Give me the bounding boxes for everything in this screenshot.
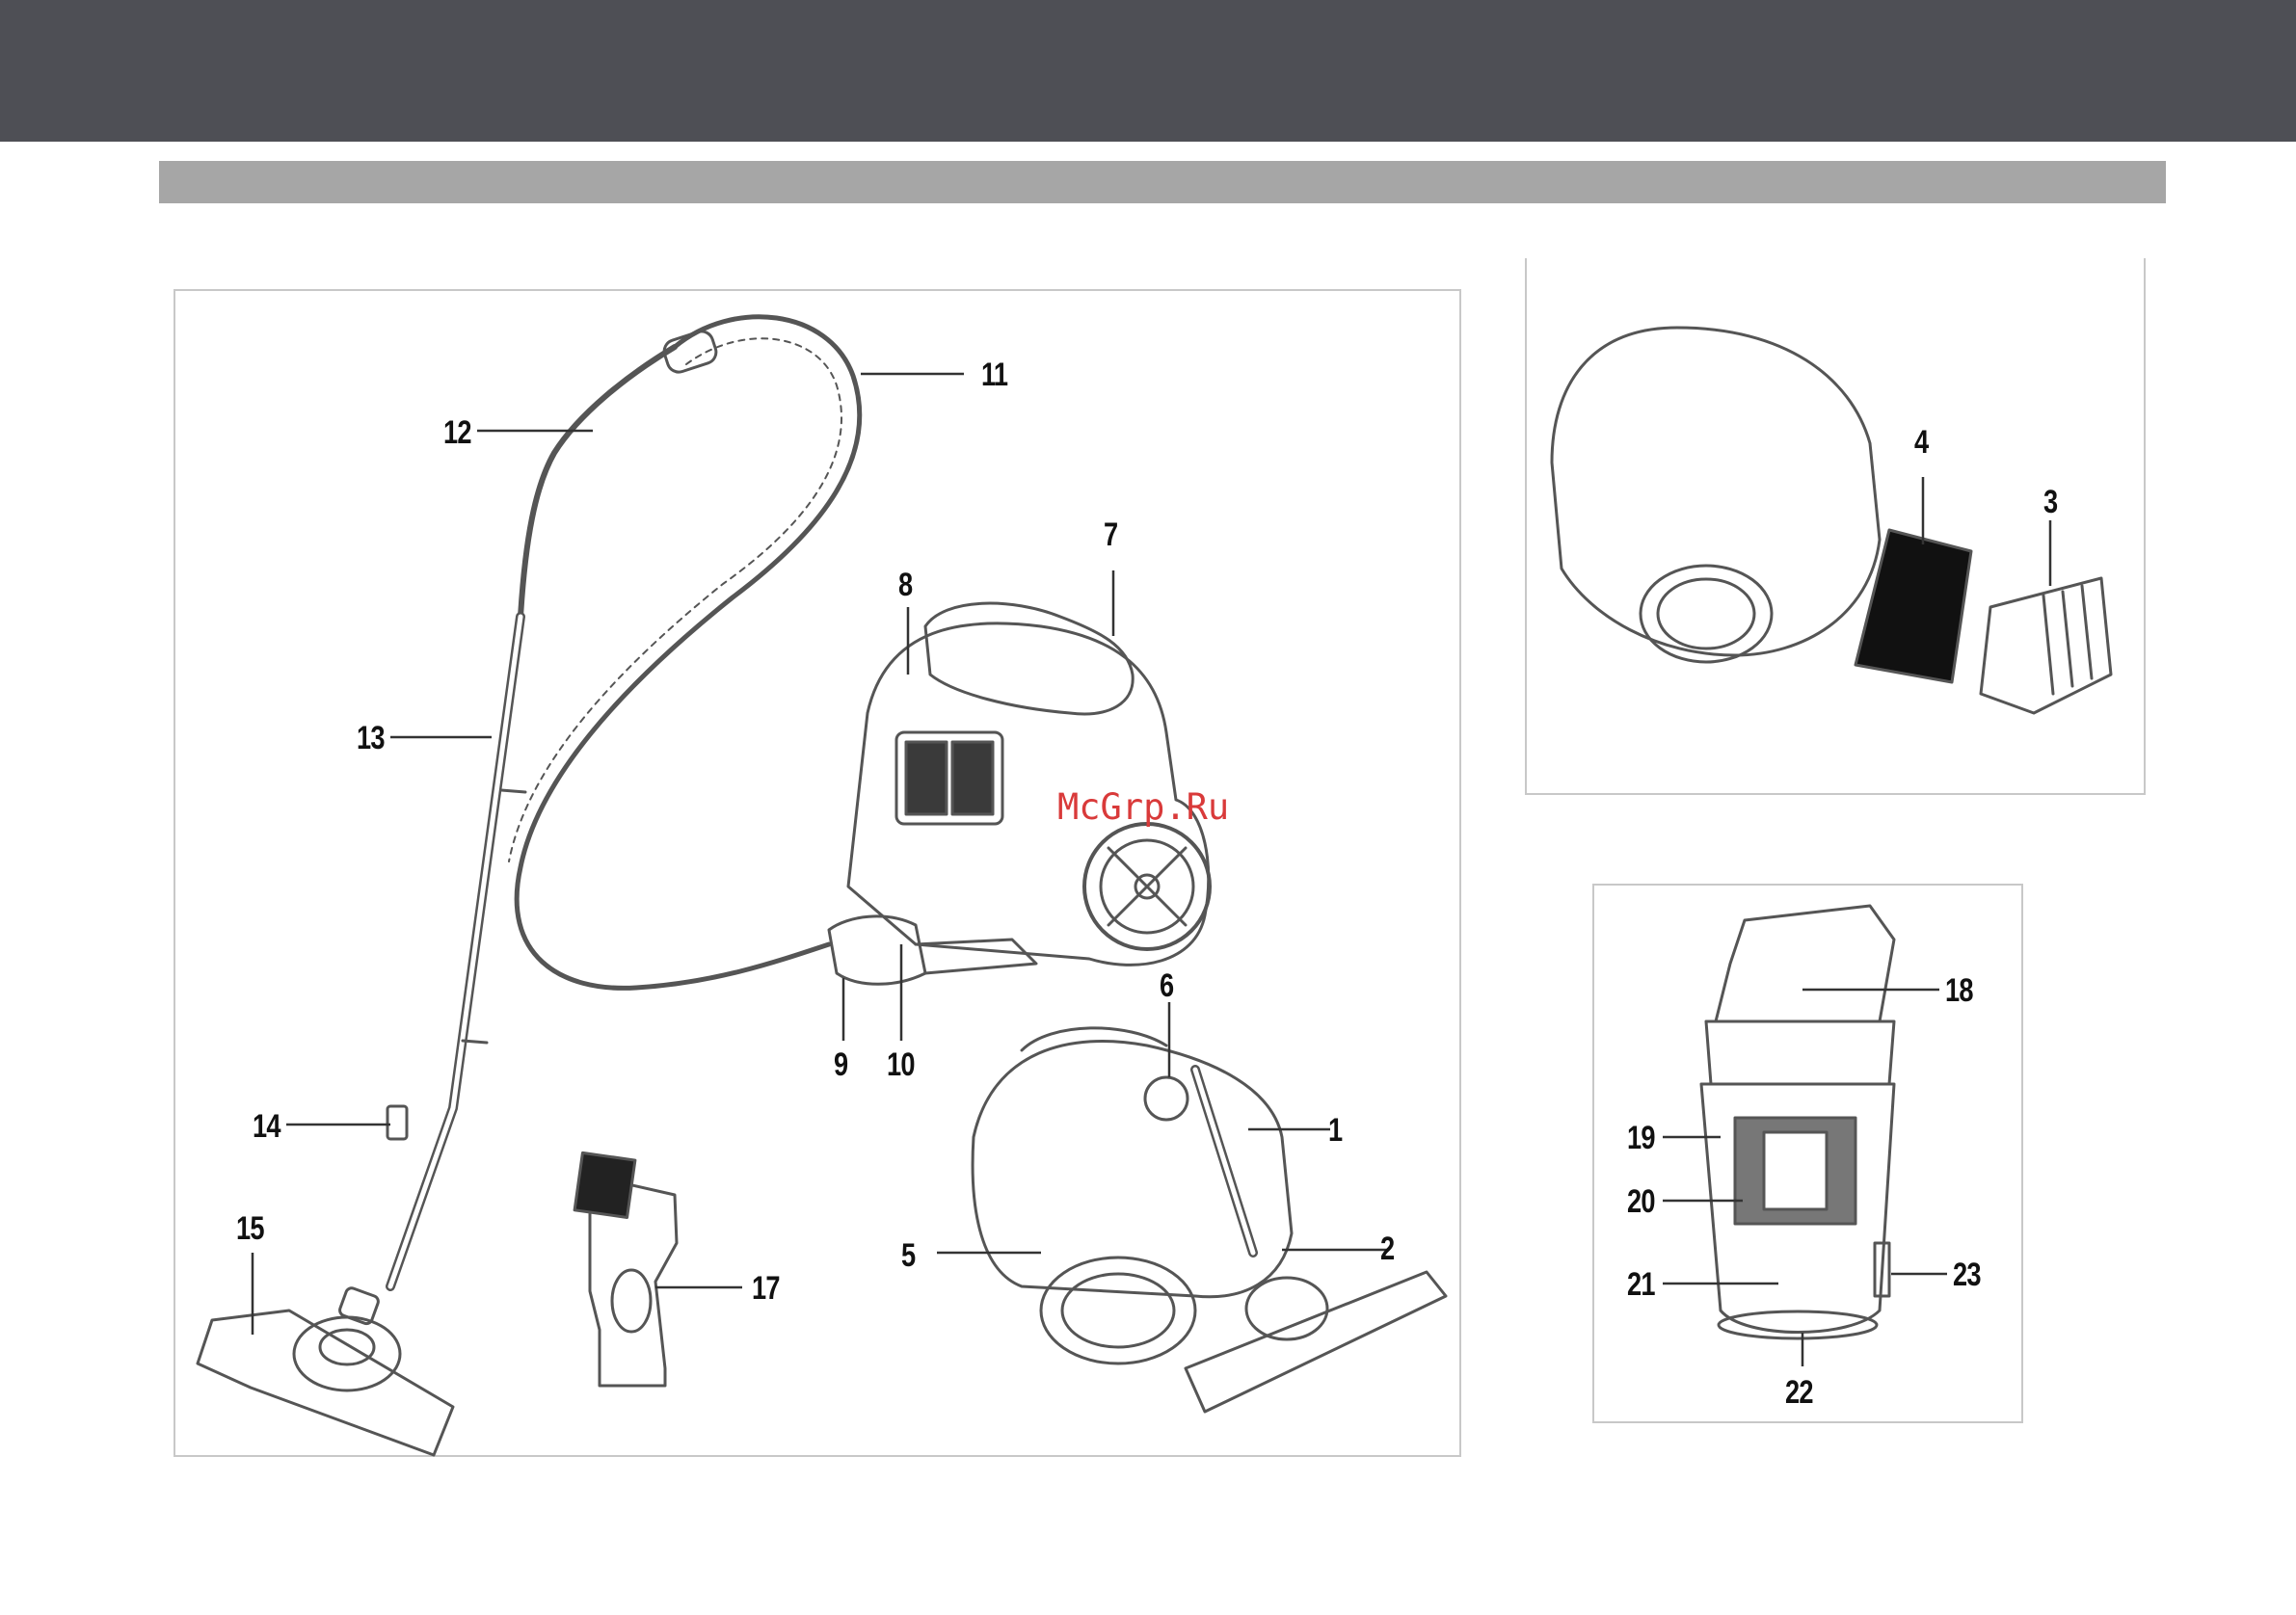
label-10: 10 [887,1046,915,1084]
label-11: 11 [981,357,1007,394]
label-8: 8 [898,567,912,604]
hose-handle [521,347,675,617]
hose [517,317,860,989]
label-1: 1 [1328,1112,1342,1150]
label-6: 6 [1160,967,1173,1005]
label-3: 3 [2043,484,2057,521]
label-22: 22 [1785,1374,1813,1412]
label-23: 23 [1953,1257,1981,1294]
label-19: 19 [1627,1120,1655,1157]
power-button [1145,1077,1188,1120]
foam-filter [1855,530,1971,682]
label-2: 2 [1380,1231,1394,1268]
tube-release-button [387,1106,407,1139]
hose-inner [509,338,841,861]
label-21: 21 [1627,1266,1655,1304]
dust-container-lid [1716,906,1894,1021]
cyclone-cone [1706,1021,1894,1084]
telescopic-tube-inner [390,617,521,1286]
label-13: 13 [357,720,385,757]
rear-view-nozzle [1186,1272,1446,1412]
floor-nozzle [198,1311,453,1455]
label-14: 14 [253,1108,280,1146]
label-20: 20 [1627,1183,1655,1221]
exhaust-grille [1981,578,2111,713]
label-18: 18 [1945,972,1973,1010]
label-17: 17 [752,1270,780,1308]
floor-nozzle-neck [294,1317,400,1390]
cyclone-top [925,603,1133,714]
label-7: 7 [1104,516,1117,554]
label-9: 9 [834,1046,847,1084]
label-5: 5 [901,1237,915,1275]
telescopic-tube [390,617,521,1286]
label-4: 4 [1914,424,1928,462]
label-15: 15 [236,1210,264,1248]
filter-panel-body [1552,328,1880,655]
label-12: 12 [443,414,471,452]
hose-inlet [829,916,925,984]
watermark-text: McGrp.Ru [1057,786,1229,828]
